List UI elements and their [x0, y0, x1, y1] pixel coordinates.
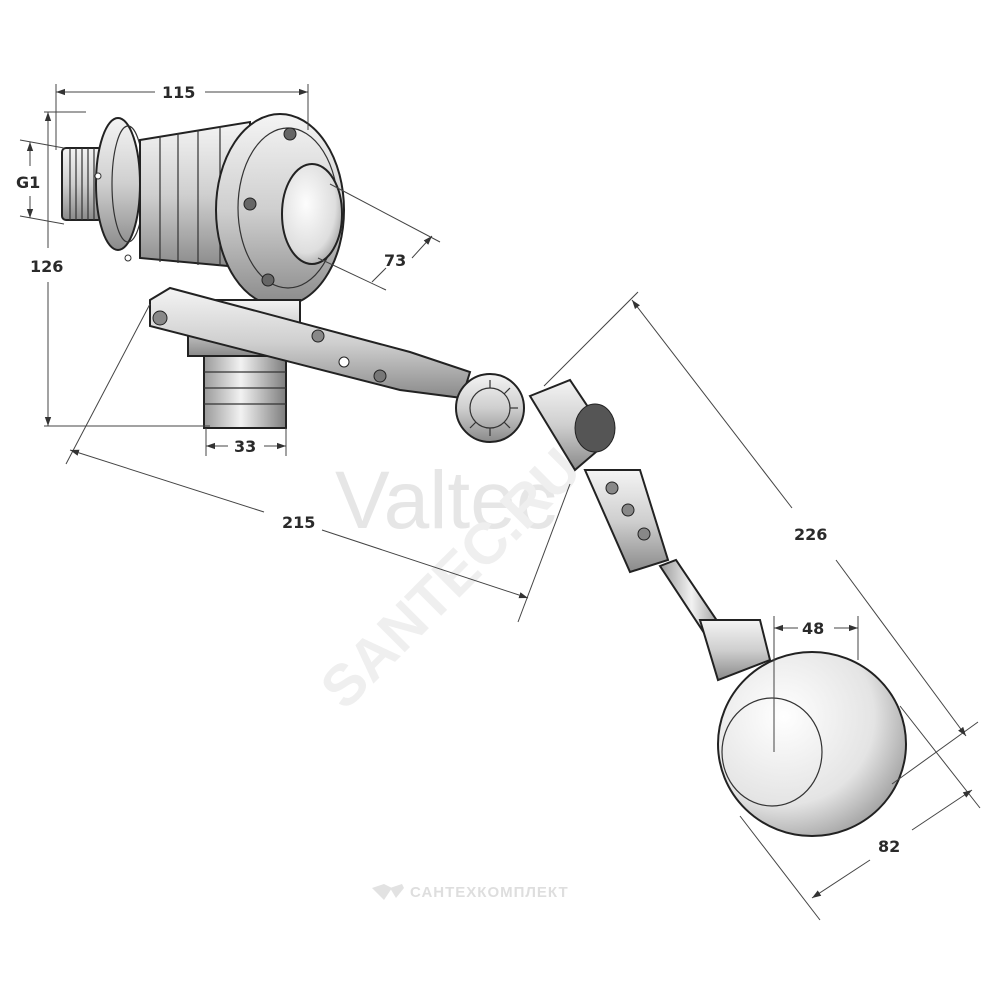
dim-215-label: 215: [282, 513, 315, 532]
company-watermark: САНТЕХКОМПЛЕКТ: [410, 884, 569, 901]
dim-126-label: 126: [30, 257, 63, 276]
dim-82-label: 82: [878, 837, 900, 856]
dim-115-label: 115: [162, 83, 195, 102]
company-logo-icon: [372, 884, 404, 900]
dim-73-label: 73: [384, 251, 406, 270]
dimension-lines: [19, 84, 981, 921]
dim-g1-label: G1: [16, 173, 40, 192]
dimension-labels: 115 G1 126 73 33 215 226 48 82: [16, 83, 900, 856]
watermark-layer: Valtec SANTEC.RU САНТЕХКОМПЛЕКТ: [308, 436, 593, 901]
dim-226-label: 226: [794, 525, 827, 544]
valve-body: [61, 113, 907, 837]
valtec-watermark: Valtec: [335, 455, 557, 546]
dim-48-label: 48: [802, 619, 824, 638]
dim-33-label: 33: [234, 437, 256, 456]
